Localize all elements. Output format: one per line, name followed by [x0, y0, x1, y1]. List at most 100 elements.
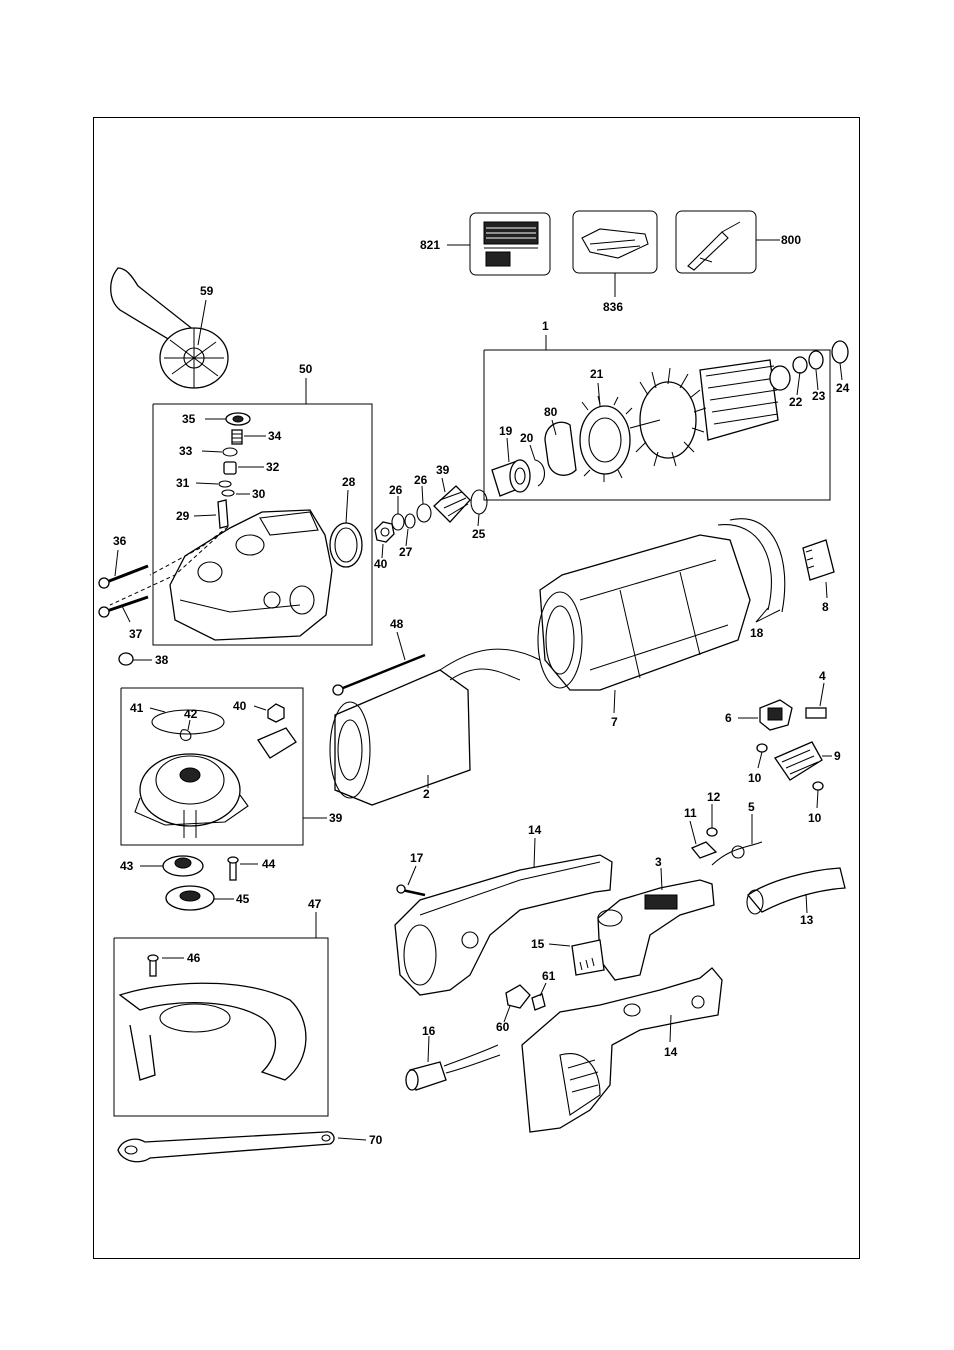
part-27-ring: 27 — [399, 514, 415, 559]
label-17: 17 — [410, 851, 424, 865]
part-12-screw: 12 — [707, 790, 721, 836]
label-16: 16 — [422, 1024, 436, 1038]
label-39a: 39 — [436, 463, 450, 477]
label-10a: 10 — [748, 771, 762, 785]
label-11: 11 — [684, 806, 697, 820]
label-29: 29 — [176, 509, 190, 523]
part-40-nut: 40 — [374, 522, 394, 571]
label-15: 15 — [531, 937, 545, 951]
label-41: 41 — [130, 701, 144, 715]
label-26b: 26 — [414, 473, 428, 487]
label-14a: 14 — [528, 823, 542, 837]
label-19: 19 — [499, 424, 513, 438]
label-28: 28 — [342, 475, 356, 489]
part-26-washer-a: 26 — [389, 483, 404, 530]
label-32: 32 — [266, 460, 280, 474]
label-46: 46 — [187, 951, 201, 965]
label-27: 27 — [399, 545, 413, 559]
part-26-washer-b: 26 — [414, 473, 431, 522]
part-8-brush: 8 — [803, 540, 834, 614]
part-10-screw-a: 10 — [748, 744, 767, 785]
part-10-screw-b: 10 — [808, 782, 823, 825]
part-45-nut: 45 — [166, 886, 250, 910]
label-3: 3 — [655, 855, 662, 869]
label-44: 44 — [262, 857, 276, 871]
part-59-side-handle: 59 — [111, 268, 228, 388]
label-39b: 39 — [329, 811, 343, 825]
part-4-brush: 4 — [806, 669, 826, 718]
part-800-brush-tool: 800 — [676, 211, 801, 273]
label-1: 1 — [542, 319, 549, 333]
label-40b: 40 — [233, 699, 247, 713]
label-12: 12 — [707, 790, 721, 804]
part-2-field-coil: 2 — [330, 649, 540, 805]
part-5-cord: 5 — [712, 800, 762, 865]
label-33: 33 — [179, 444, 193, 458]
label-38: 38 — [155, 653, 169, 667]
label-20: 20 — [520, 431, 534, 445]
label-4: 4 — [819, 669, 826, 683]
part-38-screw: 38 — [119, 653, 169, 667]
label-821: 821 — [420, 238, 440, 252]
label-48: 48 — [390, 617, 404, 631]
label-30: 30 — [252, 487, 266, 501]
part-70-spanner-wrench: 70 — [118, 1132, 383, 1162]
label-50: 50 — [299, 362, 313, 376]
label-10b: 10 — [808, 811, 822, 825]
label-37: 37 — [129, 627, 143, 641]
label-36: 36 — [113, 534, 127, 548]
label-13: 13 — [800, 913, 814, 927]
label-26a: 26 — [389, 483, 403, 497]
label-61: 61 — [542, 969, 556, 983]
label-43: 43 — [120, 859, 134, 873]
label-34: 34 — [268, 429, 282, 443]
part-50-gear-housing-assembly: 50 35 34 33 32 31 30 29 28 — [110, 362, 372, 645]
label-800: 800 — [781, 233, 801, 247]
part-16-capacitor: 16 — [406, 1024, 500, 1090]
part-7-motor-housing: 7 — [538, 535, 750, 729]
part-3-switch-assembly: 3 — [598, 855, 714, 980]
label-14b: 14 — [664, 1045, 678, 1059]
part-821-label-sheet: 821 — [420, 213, 550, 275]
label-80: 80 — [544, 405, 558, 419]
part-6-brush-holder: 6 — [725, 700, 792, 730]
label-21: 21 — [590, 367, 604, 381]
part-836-bracket: 836 — [573, 211, 657, 314]
label-45: 45 — [236, 892, 250, 906]
label-5: 5 — [748, 800, 755, 814]
label-18: 18 — [750, 626, 764, 640]
label-31: 31 — [176, 476, 190, 490]
label-7: 7 — [611, 715, 618, 729]
part-39-gear-assembly: 41 42 40 39 — [121, 688, 343, 845]
part-13-cord-guard: 13 — [747, 868, 845, 927]
part-37-screw: 37 — [99, 597, 148, 641]
label-42: 42 — [184, 707, 198, 721]
label-60: 60 — [496, 1020, 510, 1034]
part-36-screw: 36 — [99, 534, 148, 588]
part-47-wheel-guard: 47 46 — [114, 897, 328, 1116]
part-9-cover: 9 — [775, 742, 841, 780]
part-44-screw: 44 — [228, 857, 276, 880]
label-2: 2 — [423, 787, 430, 801]
label-9: 9 — [834, 749, 841, 763]
part-61-clip: 61 — [532, 969, 556, 1010]
part-1-armature-assembly: 1 22 23 24 21 80 19 20 — [484, 319, 850, 500]
part-43-flange: 43 — [120, 856, 203, 876]
part-60-cord-clamp: 60 — [496, 985, 530, 1034]
label-35: 35 — [182, 412, 196, 426]
label-59: 59 — [200, 284, 214, 298]
label-8: 8 — [822, 600, 829, 614]
label-24: 24 — [836, 381, 850, 395]
label-6: 6 — [725, 711, 732, 725]
label-22: 22 — [789, 395, 803, 409]
label-836: 836 — [603, 300, 623, 314]
label-70: 70 — [369, 1133, 383, 1147]
label-47: 47 — [308, 897, 322, 911]
part-39-pinion: 39 — [434, 463, 470, 522]
part-14-handle-half-lower: 14 — [522, 968, 722, 1132]
part-25-washer: 25 — [471, 490, 487, 541]
label-25: 25 — [472, 527, 486, 541]
label-23: 23 — [812, 389, 826, 403]
label-40a: 40 — [374, 557, 388, 571]
